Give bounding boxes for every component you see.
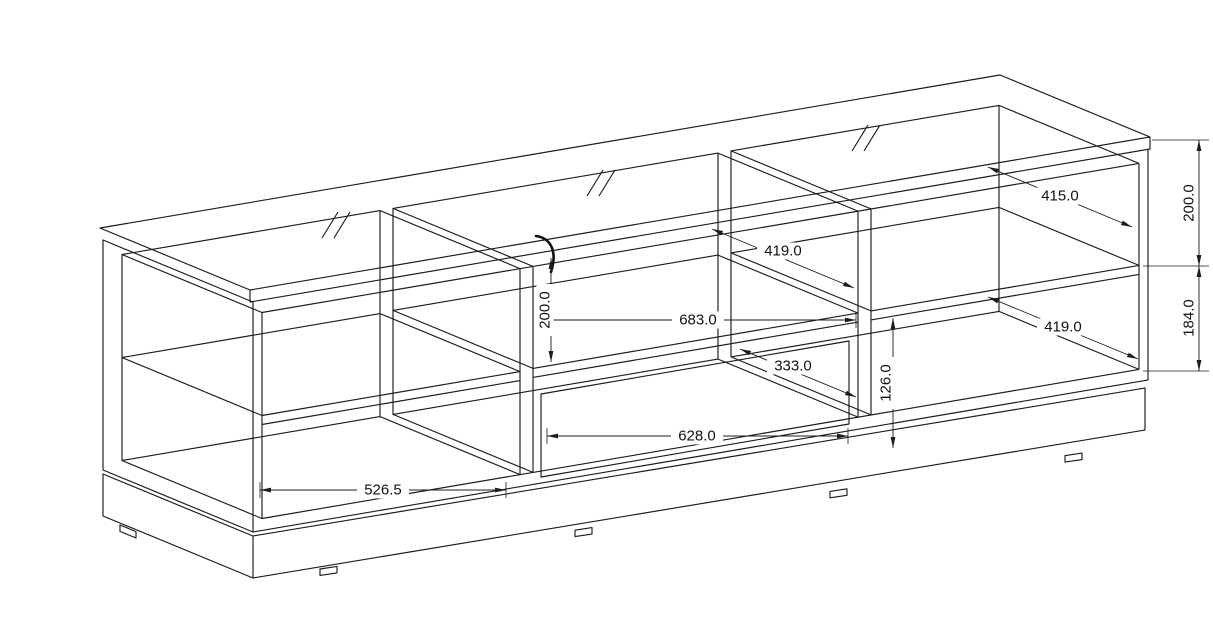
label-halo [1034, 187, 1086, 205]
left-shelf [121, 313, 521, 426]
dim-label-right-bottom-shelf-depth: 419.0 [1037, 318, 1089, 336]
label-halo [671, 427, 723, 445]
dim-text: 419.0 [1044, 319, 1082, 336]
cabinet-outline [99, 74, 1151, 579]
dim-text: 415.0 [1041, 188, 1079, 205]
dim-label-right-bottom-clearance: 184.0 [1180, 292, 1198, 344]
dim-text: 419.0 [764, 243, 802, 260]
plinth [102, 387, 1146, 579]
dim-label-middle-depth-partial: 333.0 [767, 357, 819, 375]
right-shelf [730, 206, 1140, 321]
dim-label-middle-top-clearance: 200.0 [536, 284, 554, 336]
dim-label-left-width: 526.5 [357, 481, 409, 499]
dim-label-middle-bottom-width: 628.0 [671, 427, 723, 445]
dim-text: 184.0 [1181, 299, 1198, 337]
label-halo [672, 311, 724, 329]
dim-text: 683.0 [679, 312, 717, 329]
dimension-labels: 526.5 628.0 683.0 333.0 419.0 415.0 [357, 177, 1198, 499]
dim-label-right-top-clearance: 200.0 [1180, 177, 1198, 229]
feet [119, 452, 1083, 576]
label-halo [1037, 318, 1089, 336]
dim-label-middle-bottom-clearance: 126.0 [877, 357, 895, 409]
label-halo [1180, 292, 1198, 344]
dim-text: 200.0 [537, 291, 554, 329]
top-panel [99, 74, 1151, 303]
interior-floors [121, 310, 1140, 520]
interior-ceilings [121, 104, 1140, 314]
glass-hatch-marks [321, 124, 881, 239]
left-side-panel [102, 239, 254, 533]
label-halo [1180, 177, 1198, 229]
label-halo [877, 357, 895, 409]
dim-text: 628.0 [678, 428, 716, 445]
dim-text: 200.0 [1181, 184, 1198, 222]
dim-label-middle-shelf-depth: 419.0 [757, 242, 809, 260]
label-halo [757, 242, 809, 260]
dim-text: 526.5 [364, 482, 402, 499]
dim-label-right-top-shelf-depth: 415.0 [1034, 187, 1086, 205]
carcass-outer-edges [252, 150, 1149, 533]
dim-text: 126.0 [878, 364, 895, 402]
dim-label-middle-width: 683.0 [672, 311, 724, 329]
dim-text: 333.0 [774, 358, 812, 375]
label-halo [536, 284, 554, 336]
label-halo [767, 357, 819, 375]
label-halo [357, 481, 409, 499]
